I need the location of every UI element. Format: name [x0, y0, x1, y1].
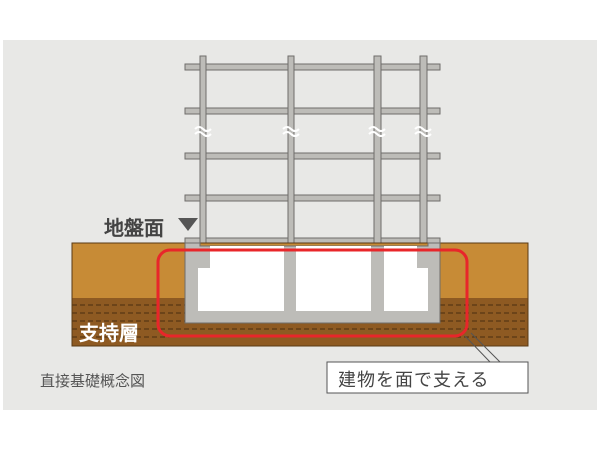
foundation — [184, 242, 441, 324]
ground-level-label: 地盤面 — [104, 216, 164, 240]
callout-box — [326, 361, 529, 394]
callout-text: 建物を面で支える — [338, 370, 490, 391]
diagram-caption: 直接基礎概念図 — [40, 372, 146, 390]
callout-leader — [464, 332, 501, 363]
ground-level-triangle-icon — [178, 218, 198, 231]
break-mark-icons — [194, 126, 432, 137]
panel-background — [3, 40, 597, 410]
support-highlight — [156, 248, 469, 338]
bearing-layer-label: 支持層 — [79, 321, 139, 345]
